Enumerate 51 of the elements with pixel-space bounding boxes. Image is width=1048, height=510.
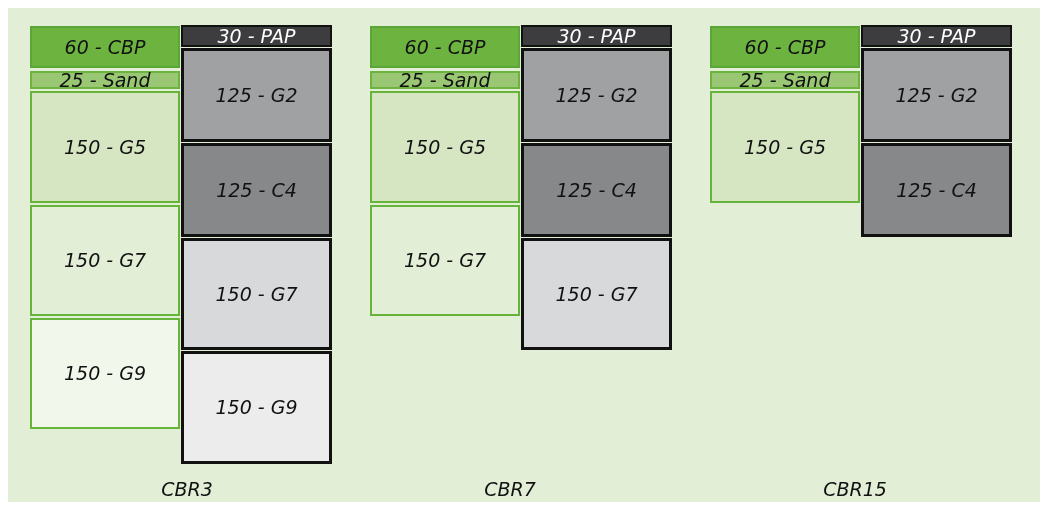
layer-label: 150 - G9 bbox=[64, 364, 146, 383]
layer-block bbox=[30, 26, 180, 68]
layer-block bbox=[521, 48, 672, 142]
layer-label: 125 - C4 bbox=[896, 180, 977, 200]
layer-label: 60 - CBP bbox=[64, 37, 146, 57]
layer-block bbox=[181, 143, 332, 237]
layer-label: 150 - G7 bbox=[404, 251, 486, 270]
layer-block bbox=[521, 238, 672, 350]
layer-label: 60 - CBP bbox=[744, 37, 826, 57]
layer-label: 150 - G5 bbox=[64, 137, 146, 157]
layer-block bbox=[521, 25, 672, 47]
layer-block bbox=[30, 318, 180, 429]
column-caption: CBR7 bbox=[484, 478, 536, 500]
column-caption: CBR15 bbox=[823, 478, 887, 500]
layer-block bbox=[861, 143, 1012, 237]
layer-block bbox=[181, 238, 332, 350]
column-caption: CBR3 bbox=[161, 478, 213, 500]
layer-label: 150 - G7 bbox=[555, 284, 638, 304]
layer-label: 30 - PAP bbox=[897, 26, 976, 46]
layer-block bbox=[710, 26, 860, 68]
layer-label: 25 - Sand bbox=[59, 70, 151, 90]
layer-block bbox=[30, 71, 180, 89]
layer-label: 25 - Sand bbox=[739, 70, 831, 90]
layer-block bbox=[30, 91, 180, 203]
layer-block bbox=[370, 91, 520, 203]
layer-block bbox=[710, 91, 860, 203]
layer-label: 60 - CBP bbox=[404, 37, 486, 57]
layer-block bbox=[861, 48, 1012, 142]
layer-label: 125 - G2 bbox=[895, 85, 978, 105]
layer-block bbox=[710, 71, 860, 89]
layer-label: 150 - G5 bbox=[744, 137, 826, 157]
layer-block bbox=[370, 71, 520, 89]
layer-label: 150 - G9 bbox=[215, 398, 298, 417]
layer-block bbox=[181, 25, 332, 47]
layer-label: 150 - G7 bbox=[215, 284, 298, 304]
layer-block bbox=[861, 25, 1012, 47]
layer-label: 125 - C4 bbox=[216, 180, 297, 200]
layer-label: 150 - G7 bbox=[64, 251, 146, 270]
layer-label: 125 - G2 bbox=[555, 85, 638, 105]
layer-block bbox=[30, 205, 180, 316]
layer-label: 125 - C4 bbox=[556, 180, 637, 200]
layer-label: 30 - PAP bbox=[217, 26, 296, 46]
layer-label: 30 - PAP bbox=[557, 26, 636, 46]
layer-block bbox=[521, 143, 672, 237]
layer-label: 25 - Sand bbox=[399, 70, 491, 90]
layer-label: 150 - G5 bbox=[404, 137, 486, 157]
layer-block bbox=[181, 351, 332, 464]
layer-block bbox=[181, 48, 332, 142]
layer-block bbox=[370, 205, 520, 316]
layer-label: 125 - G2 bbox=[215, 85, 298, 105]
layer-block bbox=[370, 26, 520, 68]
